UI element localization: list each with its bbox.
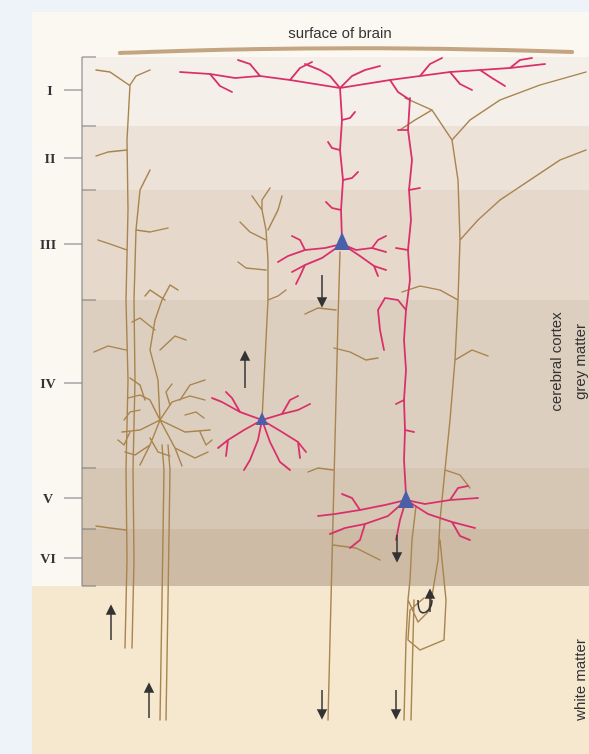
white-matter-label: white matter <box>572 639 589 722</box>
grey-matter-label: grey matter <box>572 324 589 400</box>
layer-label-iii: III <box>40 238 56 253</box>
layer-band-ii <box>82 126 589 190</box>
cerebral-cortex-label: cerebral cortex <box>548 312 565 412</box>
layer-label-i: I <box>47 84 52 99</box>
layer-label-ii: II <box>45 152 56 167</box>
surface-label: surface of brain <box>288 25 391 42</box>
layer-band-vi <box>82 529 589 586</box>
layer-band-v <box>82 468 589 529</box>
layer-label-vi: VI <box>40 552 56 567</box>
white-matter-region <box>32 586 589 754</box>
layer-label-iv: IV <box>40 377 56 392</box>
layer-label-v: V <box>43 492 53 507</box>
